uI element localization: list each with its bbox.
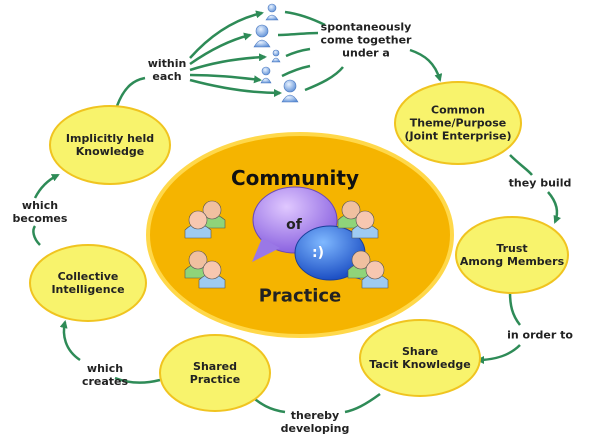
node-line: Shared (193, 360, 237, 373)
smiley-text: :) (312, 245, 324, 261)
connector-line: thereby (290, 409, 340, 422)
node-line: Intelligence (51, 283, 125, 296)
center-title-of: of (286, 217, 302, 233)
node-line: Among Members (459, 255, 565, 268)
node-line: Theme/Purpose (409, 116, 507, 130)
connector-in-order-to: in order to (507, 329, 573, 342)
connector-line: come together (320, 33, 412, 47)
arrows (32, 10, 561, 414)
node-line: Implicitly held (65, 132, 155, 145)
connector-line: which (86, 362, 124, 375)
individual-user-icons (253, 3, 299, 103)
node-line: Tacit Knowledge (369, 358, 471, 371)
connector-line: in order to (507, 328, 573, 342)
node-line: Common (431, 103, 485, 117)
connector-they-build: they build (509, 177, 572, 190)
connector-line: creates (81, 375, 129, 388)
node-line: Practice (189, 373, 241, 386)
connector-line: each (152, 70, 182, 83)
node-line: Share (401, 345, 439, 358)
people-group-icons (184, 200, 389, 289)
connector-line: spontaneously (320, 20, 412, 34)
center-title-community: Community (230, 166, 360, 190)
connector-line: under a (342, 46, 390, 60)
node-line: Trust (496, 242, 528, 255)
node-line: (Joint Enterprise) (404, 129, 512, 143)
node-ellipses (29, 81, 569, 412)
connector-line: they build (508, 176, 572, 190)
connector-line: within (147, 57, 187, 70)
center-title-practice: Practice (258, 285, 342, 307)
connector-line: developing (280, 422, 350, 435)
connector-line: which (21, 199, 59, 212)
node-line: Collective (57, 270, 119, 283)
connector-line: becomes (12, 212, 68, 225)
node-line: Knowledge (75, 145, 145, 158)
